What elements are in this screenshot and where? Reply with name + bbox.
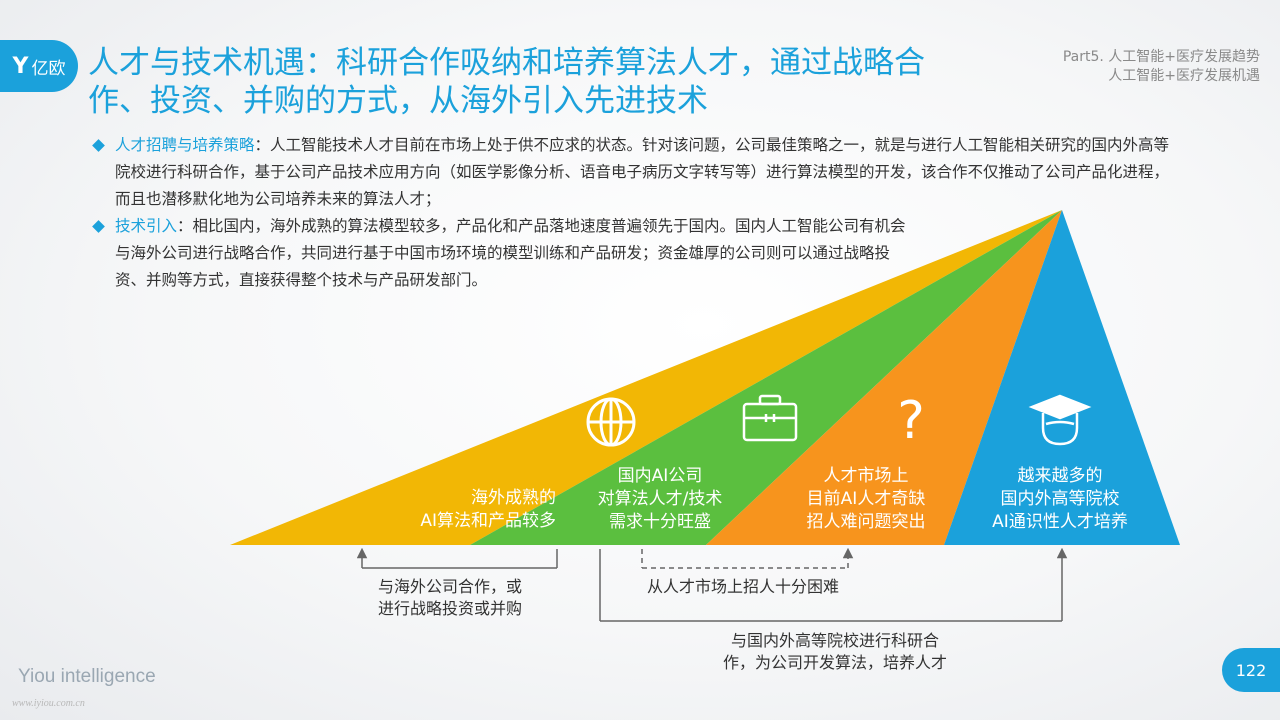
note-line: 进行战略投资或并购 xyxy=(377,599,522,618)
segment-line: AI算法和产品较多 xyxy=(420,511,556,531)
segment-overseas xyxy=(230,210,1062,545)
bullet-tech-import: 技术引入：相比国内，海外成熟的算法模型较多，产品化和产品落地速度普遍领先于国内。… xyxy=(92,213,915,294)
note-line: 作，为公司开发算法，培养人才 xyxy=(722,653,947,672)
note-talent-market: 从人才市场上招人十分困难 xyxy=(646,577,839,596)
segment-line: 国内AI公司 xyxy=(617,466,703,486)
question-icon: ? xyxy=(897,391,925,451)
segment-label-universities: 越来越多的 国内外高等院校 AI通识性人才培养 xyxy=(970,465,1150,534)
title-line-2: 作、投资、并购的方式，从海外引入先进技术 xyxy=(88,83,708,119)
note-line: 与海外公司合作，或 xyxy=(377,577,522,596)
segment-line: 越来越多的 xyxy=(1017,466,1103,486)
segment-label-talent-market: 人才市场上 目前AI人才奇缺 招人难问题突出 xyxy=(776,465,956,534)
segment-line: 需求十分旺盛 xyxy=(609,512,711,532)
svg-text:?: ? xyxy=(897,391,925,451)
segment-line: 招人难问题突出 xyxy=(806,512,926,532)
title-line-1: 人才与技术机遇：科研合作吸纳和培养算法人才，通过战略合 xyxy=(88,45,925,81)
segment-line: 人才市场上 xyxy=(823,466,909,486)
segment-label-domestic-ai: 国内AI公司 对算法人才/技术 需求十分旺盛 xyxy=(560,465,760,534)
graduate-icon xyxy=(1028,394,1092,446)
bullet-keyword: 技术引入 xyxy=(115,217,178,235)
segment-line: 国内外高等院校 xyxy=(1000,489,1120,509)
segment-line: 对算法人才/技术 xyxy=(597,489,723,509)
segment-line: 海外成熟的 xyxy=(471,488,556,508)
segment-line: AI通识性人才培养 xyxy=(992,512,1128,532)
logo-mark: Y xyxy=(12,53,29,79)
bullet-talent-strategy: 人才招聘与培养策略：人工智能技术人才目前在市场上处于供不应求的状态。针对该问题，… xyxy=(92,132,1172,213)
bullet-text: ：相比国内，海外成熟的算法模型较多，产品化和产品落地速度普遍领先于国内。国内人工… xyxy=(115,217,906,289)
section-breadcrumb: Part5. 人工智能+医疗发展趋势 人工智能+医疗发展机遇 xyxy=(1063,48,1260,86)
segment-label-overseas: 海外成熟的 AI算法和产品较多 xyxy=(336,487,556,533)
connector-university xyxy=(599,547,1068,622)
bullet-list: 人才招聘与培养策略：人工智能技术人才目前在市场上处于供不应求的状态。针对该问题，… xyxy=(92,132,1172,294)
bullet-keyword: 人才招聘与培养策略 xyxy=(115,136,255,154)
segment-domestic-ai xyxy=(470,210,1062,545)
note-overseas: 与海外公司合作，或 进行战略投资或并购 xyxy=(340,576,560,620)
logo: Y 亿欧 xyxy=(0,40,78,92)
page-title: 人才与技术机遇：科研合作吸纳和培养算法人才，通过战略合 作、投资、并购的方式，从… xyxy=(88,44,988,120)
briefcase-icon xyxy=(742,394,798,442)
globe-icon xyxy=(586,397,636,447)
segment-talent-market xyxy=(706,210,1062,545)
logo-text: 亿欧 xyxy=(31,58,66,79)
segment-line: 目前AI人才奇缺 xyxy=(806,489,926,509)
bullet-text: ：人工智能技术人才目前在市场上处于供不应求的状态。针对该问题，公司最佳策略之一，… xyxy=(115,136,1170,208)
segment-universities xyxy=(944,210,1180,545)
footer-url: www.iyiou.com.cn xyxy=(12,698,85,709)
footer-brand: Yiou intelligence xyxy=(18,666,156,687)
note-line: 与国内外高等院校进行科研合 xyxy=(730,631,939,650)
page-number: 122 xyxy=(1222,648,1280,692)
part-label: Part5. 人工智能+医疗发展趋势 xyxy=(1062,49,1260,65)
subsection-label: 人工智能+医疗发展机遇 xyxy=(1108,68,1260,84)
connector-overseas xyxy=(356,547,558,569)
connector-talent-market xyxy=(641,547,854,569)
note-university: 与国内外高等院校进行科研合 作，为公司开发算法，培养人才 xyxy=(690,630,980,674)
